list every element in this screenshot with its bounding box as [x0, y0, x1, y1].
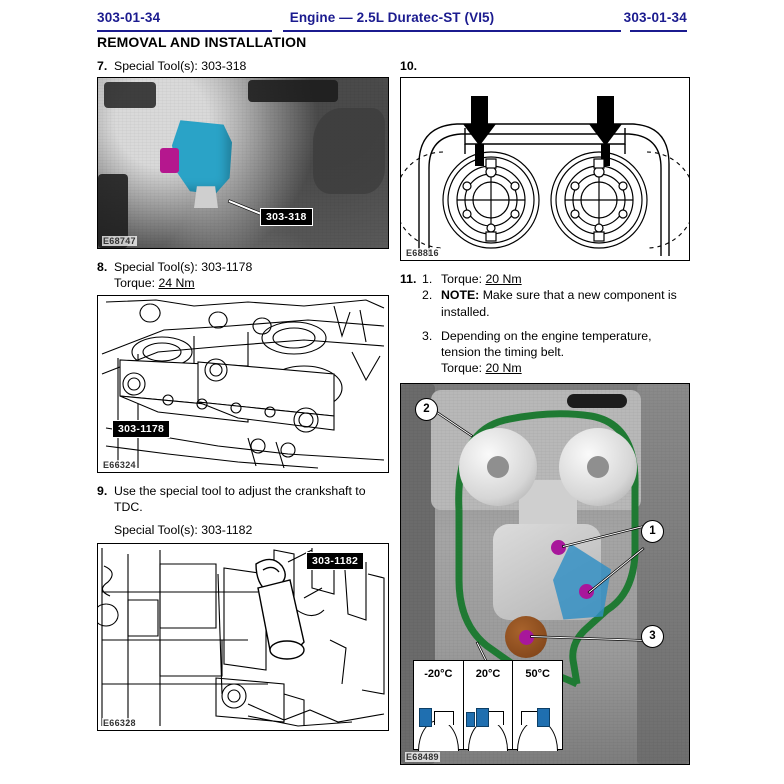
- figure-step-8: 303-1178 E66324: [97, 294, 389, 473]
- tool-stem: [194, 186, 218, 209]
- tensioner-bolt-lower: [579, 583, 594, 599]
- crankshaft-bolt: [519, 629, 534, 645]
- header-title: Engine — 2.5L Duratec-ST (VI5): [289, 10, 495, 25]
- hose-dark: [567, 393, 627, 408]
- step-9-text: Use the special tool to adjust the crank…: [114, 483, 366, 514]
- note-label: NOTE:: [441, 288, 480, 303]
- tensioner-bolt-upper: [551, 539, 566, 555]
- section-title: REMOVAL AND INSTALLATION: [97, 34, 307, 50]
- figure-step-9: 303-1182 E66328: [97, 543, 389, 732]
- figure-id-8: E66324: [102, 459, 137, 470]
- step-7: 7. Special Tool(s): 303-318: [97, 58, 389, 74]
- note-text: Make sure that a new component is instal…: [441, 288, 677, 319]
- header-rule-left: [97, 30, 272, 32]
- photo-edge: [637, 383, 689, 764]
- temp-cell-hot: 50°C: [513, 661, 562, 751]
- cylinder-head-linedrawing: [101, 299, 385, 469]
- photo-shadow: [313, 108, 385, 195]
- crankshaft-linedrawing: [98, 548, 385, 727]
- step-8: 8. Special Tool(s): 303-1178 Torque: 24 …: [97, 259, 389, 291]
- temp-cell-cold: -20°C: [414, 660, 464, 751]
- step-8-line1: Special Tool(s): 303-1178: [114, 260, 253, 275]
- torque-value-11a: 20 Nm: [485, 272, 522, 287]
- figure-id-7: E68747: [102, 236, 137, 247]
- header-rule-center: [283, 30, 621, 32]
- figure-step-11: 2 1 3 -20°C 20°C: [400, 382, 690, 765]
- step-7-text: Special Tool(s): 303-318: [114, 59, 247, 73]
- sub-2-body: NOTE: Make sure that a new component is …: [441, 287, 690, 319]
- pulley-hub-right: [587, 455, 609, 478]
- page-header: 303-01-34 Engine — 2.5L Duratec-ST (VI5)…: [97, 10, 687, 36]
- bubble-2: 2: [415, 397, 438, 421]
- header-code-left: 303-01-34: [97, 10, 161, 25]
- torque-value-8: 24 Nm: [158, 276, 195, 291]
- step-9-number: 9.: [97, 483, 108, 498]
- step-11-sub-1: 11. 1. Torque: 20 Nm: [400, 271, 690, 287]
- step-11-sub-2: 2. NOTE: Make sure that a new component …: [422, 287, 690, 319]
- bubble-1: 1: [641, 519, 664, 543]
- sub-3-body: Depending on the engine temperature, ten…: [441, 328, 690, 377]
- torque-label-11a: Torque:: [441, 272, 483, 287]
- left-column: 7. Special Tool(s): 303-318 303-318 E687…: [97, 58, 389, 732]
- sub-1-body: Torque: 20 Nm: [441, 271, 522, 287]
- step-11-sub-3: 3. Depending on the engine temperature, …: [422, 328, 690, 377]
- temperature-chart: -20°C 20°C 50°C: [413, 659, 563, 751]
- temp-label-cold: -20°C: [424, 667, 453, 680]
- photo-shadow: [98, 174, 128, 249]
- torque-label-11c: Torque:: [441, 361, 483, 376]
- step-8-line2: Torque: 24 Nm: [114, 275, 389, 291]
- step-9: 9. Use the special tool to adjust the cr…: [97, 483, 389, 515]
- right-column: 10.: [400, 58, 690, 765]
- callout-303-1178: 303-1178: [112, 419, 171, 438]
- dial-notch-cold: [434, 710, 454, 725]
- bubble-3: 3: [641, 624, 664, 648]
- temp-cell-mid: 20°C: [464, 660, 514, 751]
- tool-accent-marker: [160, 148, 179, 174]
- sub-1-number: 1.: [422, 272, 433, 287]
- figure-id-11: E68489: [405, 751, 440, 762]
- step-11: 11. 1. Torque: 20 Nm 2. NOTE: Make sure …: [400, 271, 690, 376]
- header-code-right: 303-01-34: [623, 10, 687, 25]
- callout-303-318: 303-318: [260, 208, 313, 227]
- sub-2-number: 2.: [422, 288, 433, 303]
- step-10-body: [422, 58, 690, 74]
- sub-3-torque: Torque: 20 Nm: [441, 360, 690, 376]
- tensioner-pointer-mid: [475, 707, 489, 727]
- figure-step-10: E68816: [400, 77, 690, 262]
- spacer: [400, 320, 690, 328]
- torque-value-11c: 20 Nm: [485, 361, 522, 376]
- camshaft-sprockets-linedrawing: [401, 96, 689, 257]
- photo-shadow: [248, 80, 338, 103]
- step-10-number: 10.: [400, 59, 418, 73]
- tensioner-pointer-cold: [419, 707, 432, 727]
- sub-3-text: Depending on the engine temperature, ten…: [441, 328, 652, 360]
- figure-id-10: E68816: [405, 248, 440, 259]
- header-rule-right: [630, 30, 687, 32]
- tensioner-pointer-hot: [537, 707, 551, 727]
- step-7-number: 7.: [97, 59, 108, 73]
- temp-label-hot: 50°C: [525, 667, 550, 680]
- dial-mark-mid: [465, 711, 475, 727]
- step-9-tool-line: Special Tool(s): 303-1182: [114, 523, 253, 538]
- temp-label-mid: 20°C: [475, 667, 501, 680]
- figure-step-7: 303-318 E68747: [97, 77, 389, 250]
- torque-label-8: Torque:: [114, 276, 156, 291]
- pulley-hub-left: [487, 455, 509, 478]
- step-10: 10.: [400, 58, 690, 74]
- photo-shadow: [104, 82, 156, 109]
- callout-303-1182: 303-1182: [306, 552, 365, 571]
- step-11-number: 11.: [400, 272, 417, 287]
- step-8-body: Special Tool(s): 303-1178 Torque: 24 Nm: [114, 259, 389, 291]
- step-8-number: 8.: [97, 260, 108, 275]
- sub-3-number: 3.: [422, 328, 433, 343]
- figure-id-9: E66328: [102, 718, 137, 729]
